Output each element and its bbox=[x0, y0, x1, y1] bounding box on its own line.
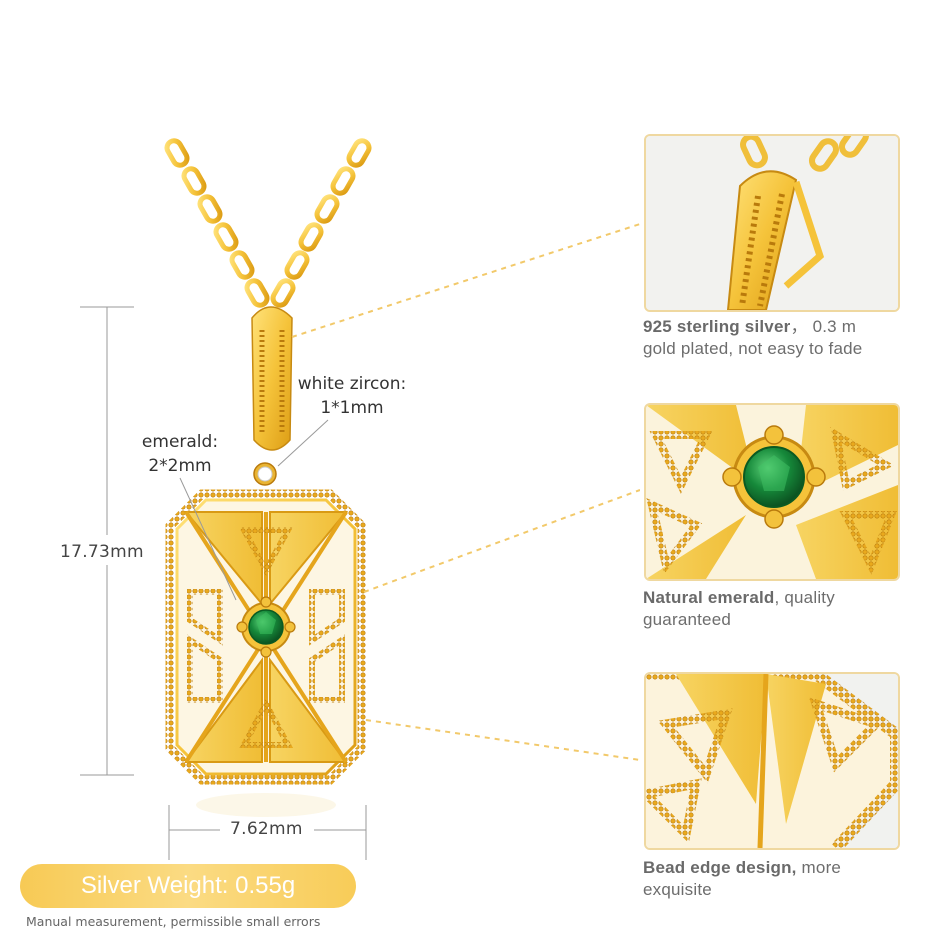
measurement-note: Manual measurement, permissible small er… bbox=[26, 914, 321, 929]
emerald-callout-size: 2*2mm bbox=[148, 456, 212, 476]
zircon-leader-line bbox=[277, 419, 329, 467]
reflection bbox=[196, 793, 336, 817]
pendant-illustration bbox=[80, 138, 640, 860]
pendant-body bbox=[165, 489, 367, 785]
detail-caption-emerald: Natural emerald, quality guaranteed bbox=[643, 587, 943, 631]
detail-title-emerald: Natural emerald bbox=[643, 588, 775, 607]
detail-title-bail: 925 sterling silver bbox=[643, 317, 791, 336]
detail-text-bail-a: 0.3 m bbox=[812, 317, 857, 336]
connector-emerald bbox=[363, 489, 640, 593]
detail-separator-bail: ， bbox=[790, 317, 808, 336]
detail-image-bead-edge bbox=[644, 672, 900, 850]
width-dimension-line bbox=[168, 805, 367, 860]
white-zircon-callout-name: white zircon: bbox=[297, 374, 407, 394]
chain bbox=[164, 138, 372, 308]
detail-caption-bail: 925 sterling silver， 0.3 m gold plated, … bbox=[643, 316, 943, 360]
emerald-callout: emerald: 2*2mm bbox=[120, 430, 240, 478]
detail-text-emerald-b: guaranteed bbox=[643, 610, 732, 629]
detail-text-bead-edge-b: exquisite bbox=[643, 880, 712, 899]
white-zircon-stone bbox=[253, 462, 277, 486]
bail bbox=[251, 306, 293, 451]
white-zircon-callout-size: 1*1mm bbox=[320, 398, 384, 418]
connector-bail bbox=[291, 223, 640, 338]
detail-image-emerald bbox=[644, 403, 900, 581]
white-zircon-callout: white zircon: 1*1mm bbox=[282, 372, 422, 420]
width-dimension-label: 7.62mm bbox=[230, 819, 303, 839]
silver-weight-badge: Silver Weight: 0.55g bbox=[20, 864, 356, 908]
connector-bead-edge bbox=[365, 719, 640, 761]
detail-text-bead-edge-a: more bbox=[801, 858, 842, 877]
height-dimension-line bbox=[80, 306, 134, 776]
detail-title-bead-edge: Bead edge design, bbox=[643, 858, 797, 877]
height-dimension-label: 17.73mm bbox=[60, 542, 144, 562]
detail-caption-bead-edge: Bead edge design, more exquisite bbox=[643, 857, 943, 901]
detail-image-bail bbox=[644, 134, 900, 312]
detail-text-emerald-a: quality bbox=[784, 588, 835, 607]
detail-text-bail-b: gold plated, not easy to fade bbox=[643, 339, 863, 358]
emerald-leader-line bbox=[179, 477, 237, 601]
emerald-callout-name: emerald: bbox=[141, 432, 219, 452]
detail-separator-emerald: , bbox=[774, 588, 780, 607]
